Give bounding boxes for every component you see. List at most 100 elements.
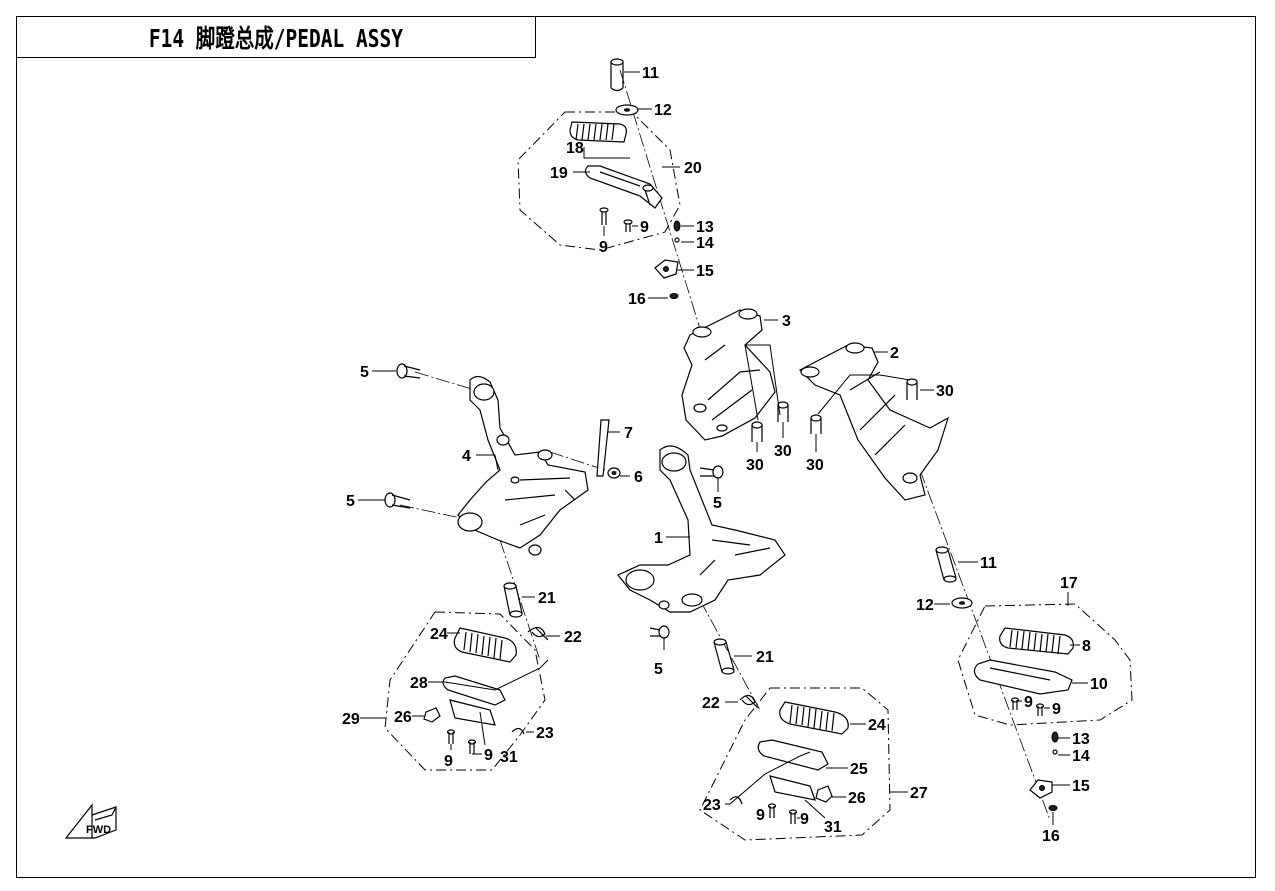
callout-31-left: 31 bbox=[500, 749, 518, 766]
part-23-clip-left bbox=[511, 727, 525, 735]
callout-9-center-b: 9 bbox=[800, 811, 809, 828]
part-9-screws-top bbox=[599, 207, 633, 232]
part-22-spring-left bbox=[527, 626, 549, 641]
callout-5-d: 5 bbox=[654, 661, 663, 678]
part-22-spring-center bbox=[739, 694, 759, 709]
callout-28: 28 bbox=[410, 675, 428, 692]
callout-24-left: 24 bbox=[430, 626, 448, 643]
callout-18: 18 bbox=[566, 140, 584, 157]
part-25-footpeg-center bbox=[757, 739, 829, 801]
callout-5-c: 5 bbox=[713, 495, 722, 512]
callout-10: 10 bbox=[1090, 676, 1108, 693]
callout-2: 2 bbox=[890, 345, 899, 362]
part-3-bracket bbox=[681, 308, 776, 441]
callout-30-a: 30 bbox=[746, 457, 764, 474]
part-13-14-top bbox=[673, 220, 681, 243]
part-21-pin-left bbox=[503, 582, 523, 618]
callout-29: 29 bbox=[342, 711, 360, 728]
callout-15-right: 15 bbox=[1072, 778, 1090, 795]
callout-6: 6 bbox=[634, 469, 643, 486]
part-1-bracket bbox=[617, 445, 786, 613]
callout-9-left-b: 9 bbox=[484, 747, 493, 764]
callout-21-left: 21 bbox=[538, 590, 556, 607]
callout-1: 1 bbox=[654, 530, 663, 547]
center-line-right bbox=[919, 469, 1051, 821]
callout-12-top: 12 bbox=[654, 102, 672, 119]
part-30-bolts bbox=[751, 378, 918, 442]
callout-23-center: 23 bbox=[703, 797, 721, 814]
part-7-rod bbox=[596, 419, 610, 477]
callout-17: 17 bbox=[1060, 575, 1078, 592]
callout-26-left: 26 bbox=[394, 709, 412, 726]
callout-27: 27 bbox=[910, 785, 928, 802]
part-23-clip-center bbox=[729, 796, 743, 805]
callout-21-center: 21 bbox=[756, 649, 774, 666]
center-line-6 bbox=[549, 451, 606, 471]
callout-5-a: 5 bbox=[360, 364, 369, 381]
part-21-pin-center bbox=[713, 638, 735, 675]
group-outline-17 bbox=[957, 603, 1133, 726]
part-28-footpeg-left bbox=[442, 675, 506, 726]
group-outline-27 bbox=[699, 687, 891, 841]
part-11-pin-top bbox=[610, 58, 624, 92]
callout-9-right-b: 9 bbox=[1052, 701, 1061, 718]
center-line-left-pin bbox=[499, 539, 541, 661]
center-line-top bbox=[619, 69, 706, 346]
callout-24-center: 24 bbox=[868, 717, 886, 734]
callout-12-right: 12 bbox=[916, 597, 934, 614]
callout-26-center: 26 bbox=[848, 790, 866, 807]
fwd-label: FWD bbox=[86, 824, 111, 836]
part-8-rubber-right bbox=[999, 627, 1074, 655]
callout-9-right-a: 9 bbox=[1024, 694, 1033, 711]
callout-7: 7 bbox=[624, 425, 633, 442]
center-line-bracket4-a bbox=[414, 371, 476, 391]
part-9-screws-left bbox=[446, 729, 477, 754]
callout-30-c: 30 bbox=[806, 457, 824, 474]
group-outline-29 bbox=[384, 611, 546, 771]
callout-11-top: 11 bbox=[642, 65, 659, 82]
part-10-footpeg-right bbox=[973, 659, 1073, 695]
callout-20: 20 bbox=[684, 160, 702, 177]
callout-8: 8 bbox=[1082, 638, 1091, 655]
part-2-bracket bbox=[798, 342, 950, 501]
part-9-screws-center bbox=[767, 803, 798, 824]
callout-31-center: 31 bbox=[824, 819, 842, 836]
part-11-pin-right bbox=[935, 546, 957, 583]
callout-22-center: 22 bbox=[702, 695, 720, 712]
callout-4: 4 bbox=[462, 448, 471, 465]
part-4-bracket bbox=[457, 375, 589, 556]
part-9-screws-right bbox=[1010, 697, 1045, 716]
callout-14-top: 14 bbox=[696, 235, 714, 252]
group-outline-20 bbox=[517, 111, 681, 251]
part-16-clip-top bbox=[669, 293, 679, 299]
part-24-rubber-left bbox=[453, 627, 517, 663]
callout-13-right: 13 bbox=[1072, 731, 1090, 748]
leader-lines bbox=[358, 71, 1088, 825]
part-6-nut bbox=[607, 467, 621, 479]
part-12-washer-right bbox=[951, 597, 973, 609]
callout-19: 19 bbox=[550, 165, 568, 182]
callout-14-right: 14 bbox=[1072, 748, 1090, 765]
part-5-bolts bbox=[384, 363, 724, 639]
callout-9-top-a: 9 bbox=[599, 239, 608, 256]
callout-9-left-a: 9 bbox=[444, 753, 453, 770]
diagram-title: F14 脚蹬总成/PEDAL ASSY bbox=[148, 24, 404, 53]
part-13-14-right bbox=[1051, 731, 1059, 755]
title-block: F14 脚蹬总成/PEDAL ASSY bbox=[16, 16, 536, 58]
part-16-clip-right bbox=[1048, 805, 1058, 811]
part-15-plate-right bbox=[1029, 779, 1053, 799]
callout-16-top: 16 bbox=[628, 291, 646, 308]
part-24-rubber-center bbox=[779, 701, 849, 735]
callout-9-center-a: 9 bbox=[756, 807, 765, 824]
callout-9-top-b: 9 bbox=[640, 219, 649, 236]
callout-5-b: 5 bbox=[346, 493, 355, 510]
part-15-plate-top bbox=[654, 259, 679, 279]
part-26-bolt-center bbox=[815, 785, 833, 803]
callout-30-right: 30 bbox=[936, 383, 954, 400]
callout-15-top: 15 bbox=[696, 263, 714, 280]
callout-16-right: 16 bbox=[1042, 828, 1060, 845]
callout-3: 3 bbox=[782, 313, 791, 330]
callout-11-right: 11 bbox=[980, 555, 997, 572]
drawing-frame bbox=[16, 16, 1256, 878]
